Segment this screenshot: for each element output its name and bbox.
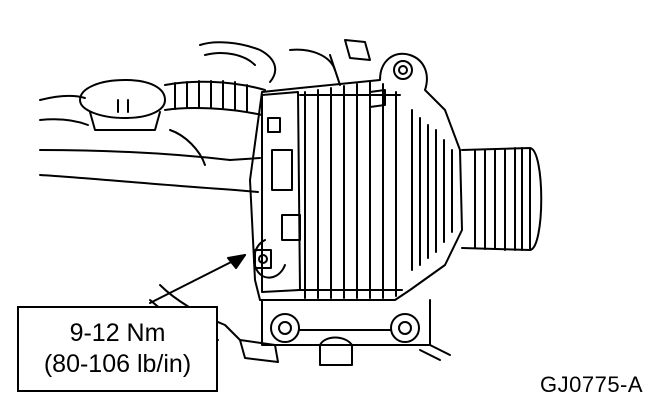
figure-id-label: GJ0775-A [540, 372, 644, 397]
torque-imperial-value: (80-106 lb/in) [43, 350, 192, 378]
torque-metric-value: 9-12 Nm [69, 319, 166, 347]
alternator-body [249, 52, 543, 346]
torque-callout-arrow [149, 254, 246, 304]
torque-spec-callout: 9-12 Nm (80-106 lb/in) [17, 306, 218, 392]
